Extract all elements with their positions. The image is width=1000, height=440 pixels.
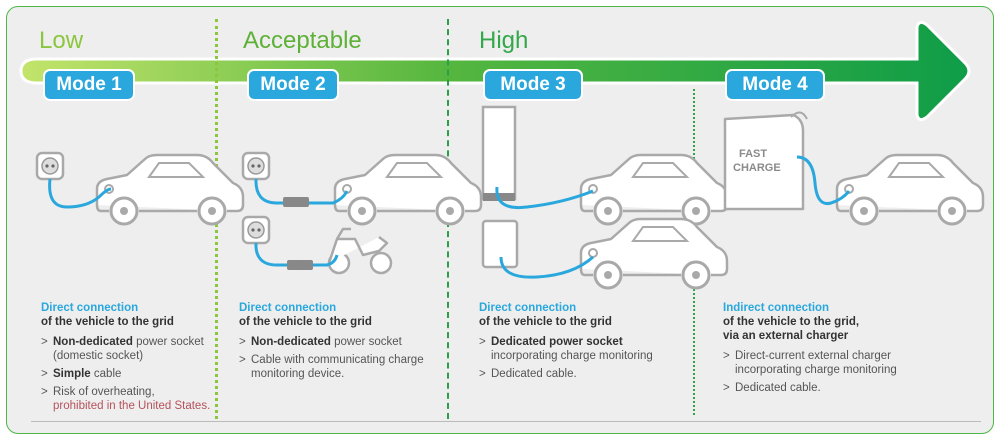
mode3-subheading: of the vehicle to the grid [479,316,612,328]
mode4-bullet-1: Direct-current external charger incorpor… [723,349,953,377]
mode3-description: Direct connection of the vehicle to the … [479,301,689,385]
level-low: Low [39,27,84,54]
us-warning: prohibited in the United States. [53,400,211,412]
mode2-description: Direct connection of the vehicle to the … [239,301,439,385]
mode1-cable [48,178,112,209]
mode1-socket-icon [35,151,65,181]
mode4-bullet-2: Dedicated cable. [723,381,953,395]
mode4-description: Indirect connection of the vehicle to th… [723,301,953,399]
mode4-car-icon [835,153,985,226]
bottom-rule [31,421,981,422]
level-acceptable: Acceptable [243,27,362,54]
mode1-subheading: of the vehicle to the grid [41,316,174,328]
mode2-heading: Direct connection [239,302,337,314]
mode2-socket-bottom-icon [241,215,271,245]
mode3-car-top-icon [579,153,729,226]
mode2-bullet-2: Cable with communicating charge monitori… [239,353,439,381]
mode1-heading: Direct connection [41,302,139,314]
mode3-cable-top [495,186,594,210]
mode2-car-icon [333,153,483,226]
mode2-control-box-top [283,197,309,207]
mode3-wallbox-icon [481,219,519,269]
mode1-bullet-3: Risk of overheating,prohibited in the Un… [41,385,221,413]
mode4-subheading-2: via an external charger [723,330,849,342]
illustrations: FAST CHARGE [35,105,985,290]
mode4-cable [796,155,851,206]
mode-4-badge: Mode 4 [725,69,825,101]
mode3-charging-station-icon [481,105,517,201]
mode1-bullet-1: Non-dedicated power socket (domestic soc… [41,335,221,363]
diagram-frame: Low Acceptable High Mode 1 Mode 2 Mode 3… [6,6,994,434]
mode1-bullet-2: Simple cable [41,367,221,381]
mode-3-badge: Mode 3 [483,69,583,101]
mode2-cable-bottom [254,242,339,267]
mode2-scooter-icon [327,227,393,275]
mode3-cable-bottom [499,255,595,279]
mode2-control-box-bottom [287,260,313,270]
fast-charge-label-2: CHARGE [733,162,781,174]
mode2-bullet-1: Non-dedicated power socket [239,335,439,349]
mode-1-badge: Mode 1 [43,69,135,101]
mode1-description: Direct connection of the vehicle to the … [41,301,221,417]
level-high: High [479,27,529,54]
mode3-heading: Direct connection [479,302,577,314]
mode-2-badge: Mode 2 [247,69,339,101]
mode3-bullet-1: Dedicated power socket incorporating cha… [479,335,689,363]
mode4-heading: Indirect connection [723,302,830,314]
mode2-cable-top [254,178,349,205]
mode2-subheading: of the vehicle to the grid [239,316,372,328]
mode2-socket-top-icon [241,151,271,181]
mode4-fast-charger-icon: FAST CHARGE [723,111,808,211]
mode4-subheading: of the vehicle to the grid, [723,316,860,328]
mode3-bullet-2: Dedicated cable. [479,367,689,381]
mode1-car-icon [95,153,245,226]
fast-charge-label-1: FAST [739,148,767,160]
mode3-car-bottom-icon [579,217,729,290]
